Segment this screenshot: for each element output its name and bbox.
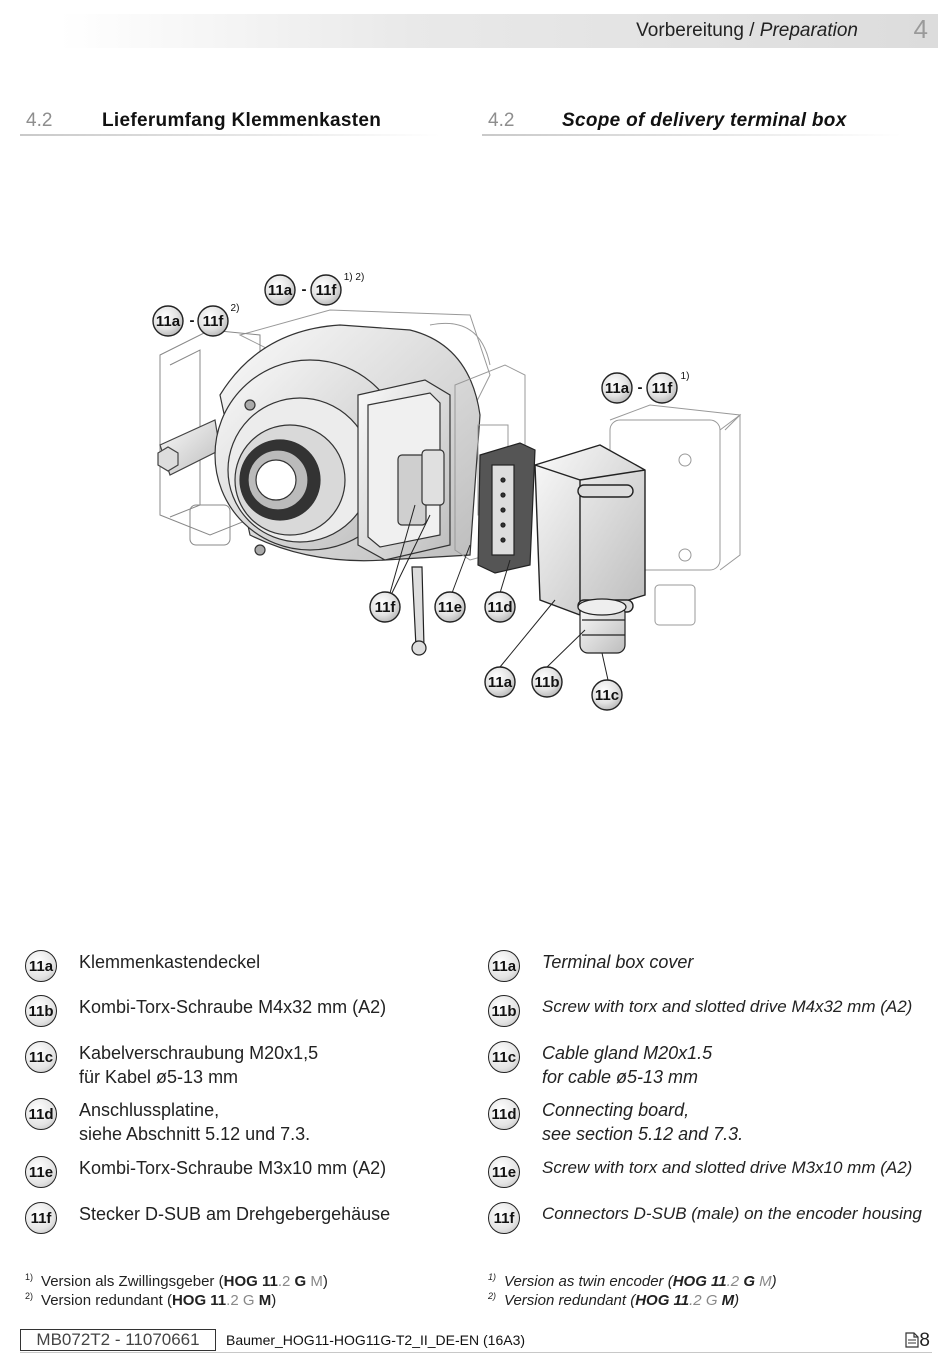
legend-text: Kombi-Torx-Schraube M3x10 mm (A2) <box>79 1158 387 1178</box>
legend-text: Stecker D-SUB am Drehgebergehäuse <box>79 1204 391 1224</box>
svg-text:-: - <box>190 312 195 329</box>
section-number: 4.2 <box>26 110 53 131</box>
connecting-board <box>477 442 536 574</box>
leader-lines <box>389 504 609 681</box>
legend-text: Connectors D-SUB (male) on the encoder h… <box>542 1204 922 1223</box>
callouts: 11a - 11f 2) 11a - 11f 1) 2) 11a - 11f 1… <box>152 272 690 711</box>
legend-text: Screw with torx and slotted drive M3x10 … <box>542 1158 913 1177</box>
file-name: Baumer_HOG11-HOG11G-T2_II_DE-EN (16A3) <box>226 1332 526 1348</box>
badge-11f: 11f <box>25 1202 57 1234</box>
callout-11a: 11a <box>488 674 513 691</box>
legend-text: Klemmenkastendeckel <box>79 952 261 972</box>
badge-11d: 11d <box>488 1098 520 1130</box>
svg-text:-: - <box>638 379 643 396</box>
header-title: Vorbereitung / Preparation <box>636 20 858 41</box>
badge-11c: 11c <box>488 1041 520 1073</box>
badge-11b: 11b <box>488 995 520 1027</box>
callout-11a: 11a <box>156 313 181 330</box>
torx-key <box>411 566 427 656</box>
legend-text: Terminal box cover <box>542 952 694 972</box>
section-number: 4.2 <box>488 110 515 131</box>
callout-11d: 11d <box>487 599 512 616</box>
doc-id: MB072T2 - 11070661 <box>20 1329 216 1351</box>
callout-11a: 11a <box>605 380 630 397</box>
terminal-base <box>357 379 451 561</box>
callout-11e: 11e <box>438 599 462 616</box>
badge-11b: 11b <box>25 995 57 1027</box>
mounting-bracket <box>157 419 221 476</box>
page-number: 8 <box>905 1330 930 1352</box>
badge-11d: 11d <box>25 1098 57 1130</box>
badge-11e: 11e <box>488 1156 520 1188</box>
svg-text:1) 2): 1) 2) <box>344 272 365 283</box>
badge-11c: 11c <box>25 1041 57 1073</box>
footnote-en-1: 1)Version as twin encoder (HOG 11.2 G M) <box>488 1272 777 1290</box>
legend-text: Kombi-Torx-Schraube M4x32 mm (A2) <box>79 997 387 1017</box>
callout-11a: 11a <box>268 282 293 299</box>
footer-rule <box>20 1352 932 1353</box>
legend-text: Screw with torx and slotted drive M4x32 … <box>542 997 913 1016</box>
svg-text:2): 2) <box>231 303 240 314</box>
callout-11f: 11f <box>316 282 338 299</box>
document-icon <box>905 1332 920 1348</box>
section-title: Scope of delivery terminal box <box>562 110 847 131</box>
legend-text: Connecting board,see section 5.12 and 7.… <box>542 1100 744 1144</box>
callout-11b: 11b <box>534 674 559 691</box>
terminal-box-cover <box>534 444 646 616</box>
badge-11a: 11a <box>25 950 57 982</box>
legend-text: Anschlussplatine,siehe Abschnitt 5.12 un… <box>79 1100 311 1144</box>
svg-text:-: - <box>302 281 307 298</box>
section-title: Lieferumfang Klemmenkasten <box>102 110 382 131</box>
section-heading-en: 4.2 Scope of delivery terminal box <box>482 110 902 136</box>
section-heading-de: 4.2 Lieferumfang Klemmenkasten <box>20 110 440 136</box>
callout-11f: 11f <box>375 599 397 616</box>
badge-11f: 11f <box>488 1202 520 1234</box>
callout-11f: 11f <box>203 313 225 330</box>
callout-11f: 11f <box>652 380 674 397</box>
footnote-de-2: 2)Version redundant (HOG 11.2 G M) <box>25 1291 277 1309</box>
chapter-number: 4 <box>913 14 928 44</box>
header-bar <box>60 14 938 48</box>
footnote-en-2: 2)Version redundant (HOG 11.2 G M) <box>488 1291 740 1309</box>
svg-text:1): 1) <box>681 371 690 382</box>
cable-gland <box>577 598 627 654</box>
badge-11e: 11e <box>25 1156 57 1188</box>
exploded-view-drawing: 11a - 11f 2) 11a - 11f 1) 2) 11a - 11f 1… <box>152 272 742 711</box>
callout-11c: 11c <box>595 687 619 704</box>
footnote-de-1: 1)Version als Zwillingsgeber (HOG 11.2 G… <box>25 1272 328 1290</box>
badge-11a: 11a <box>488 950 520 982</box>
